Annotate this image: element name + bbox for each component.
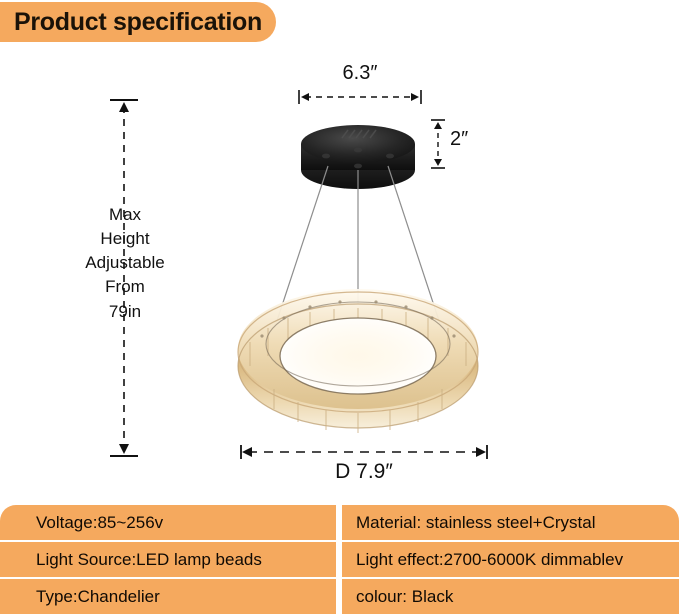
height-line-4: From (105, 277, 145, 297)
product-diagram: Max Height Adjustable From 79in 6.3″ 2″ (0, 48, 679, 493)
table-row: Light Source:LED lamp beads Light effect… (0, 542, 679, 577)
canopy-width-dimension-line (298, 90, 422, 104)
height-line-1: Max (108, 205, 142, 224)
specification-table: Voltage:85~256v Material: stainless stee… (0, 505, 679, 614)
max-height-dimension-line (110, 99, 138, 457)
canopy-width-label: 6.3″ (342, 62, 378, 84)
canopy-height-dimension-line (431, 119, 445, 169)
height-line-2: Height (100, 229, 150, 249)
page-title: Product specification (14, 7, 262, 36)
spec-voltage: Voltage:85~256v (0, 505, 336, 540)
spec-light-source: Light Source:LED lamp beads (0, 542, 336, 577)
height-line-3: Adjustable (85, 253, 165, 273)
page-title-badge: Product specification (0, 2, 276, 42)
table-row: Voltage:85~256v Material: stainless stee… (0, 505, 679, 540)
ring-diameter-dimension-line (240, 445, 488, 459)
crystal-ring-chandelier-illustration (237, 125, 479, 433)
height-line-5: 79in (108, 301, 142, 321)
canopy-height-label: 2″ (450, 128, 469, 150)
max-height-label: Max Height Adjustable From 79in (60, 203, 190, 324)
spec-light-effect: Light effect:2700-6000K dimmablev (342, 542, 679, 577)
spec-type: Type:Chandelier (0, 579, 336, 614)
ring-diameter-label: D 7.9″ (335, 460, 393, 483)
spec-colour: colour: Black (342, 579, 679, 614)
spec-material: Material: stainless steel+Crystal (342, 505, 679, 540)
table-row: Type:Chandelier colour: Black (0, 579, 679, 614)
